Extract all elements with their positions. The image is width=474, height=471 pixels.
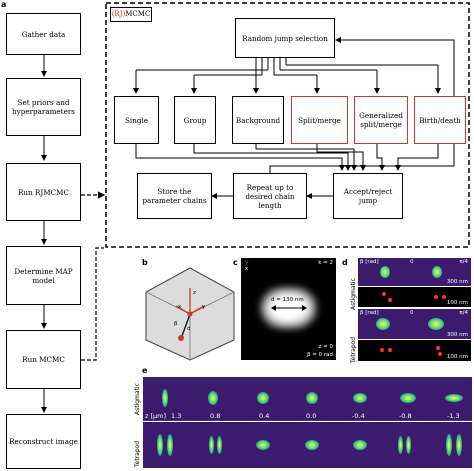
d-scale-300-1: 300 nm <box>446 279 468 285</box>
panel-d-label: d <box>342 258 348 267</box>
geometry-diagram <box>145 267 235 361</box>
d-astig-recon: 100 nm <box>358 287 471 307</box>
random-jump-selection: Random jump selection <box>235 18 335 58</box>
e-z-5: -0.8 <box>399 412 412 420</box>
d-tetra-top: β [rad] 0 π/4 300 nm <box>358 309 471 339</box>
e-z-2: 0.4 <box>259 412 270 420</box>
beta-value: β = 0 rad <box>307 352 333 358</box>
flow-reconstruct-image: Reconstruct image <box>6 414 81 469</box>
panel-a-label: a <box>1 0 7 9</box>
d-scale-100-1: 100 nm <box>446 300 468 306</box>
d-label: d = 130 nm <box>271 297 304 303</box>
panel-e-label: e <box>142 366 148 375</box>
d-tetra-recon: 100 nm <box>358 340 471 361</box>
d-scale-300-2: 300 nm <box>446 332 468 338</box>
d-beta-label-1: β [rad] <box>360 259 379 265</box>
flow-set-priors: Set priors and hyperparameters <box>6 78 81 136</box>
e-astig-label: Astigmatic <box>134 383 141 415</box>
move-split-merge: Split/merge <box>291 96 348 144</box>
distance-d-label: d <box>187 326 191 332</box>
repeat-chain-length: Repeat up to desired chain length <box>233 173 307 219</box>
simulated-image: y x k = 2 d = 130 nm z = 0 β = 0 rad <box>241 258 336 360</box>
move-single: Single <box>114 96 159 144</box>
beta-angle-label: β <box>174 321 178 327</box>
e-z-0: 1.3 <box>171 412 182 420</box>
axis-z-label: z <box>193 290 196 296</box>
e-z-axis: z [μm] 1.3 0.8 0.4 0.0 -0.4 -0.8 -1.3 <box>143 412 472 421</box>
panel-b-label: b <box>142 258 148 267</box>
e-z-6: -1.3 <box>447 412 460 420</box>
d-beta-label-2: β [rad] <box>360 310 379 316</box>
d-astig-label: Astigmatic <box>350 278 357 310</box>
flow-run-rjmcmc: Run RJMCMC <box>6 163 81 221</box>
move-group: Group <box>174 96 216 144</box>
e-tetra-strip <box>143 422 472 468</box>
d-astig-top: β [rad] 0 π/4 300 nm <box>358 258 471 286</box>
e-z-4: -0.4 <box>352 412 365 420</box>
axis-y-label: y <box>202 304 206 310</box>
e-tetra-label: Tetrapod <box>134 440 141 467</box>
d-arrow <box>271 305 307 311</box>
e-z-1: 0.8 <box>210 412 221 420</box>
d-pi4-1: π/4 <box>459 259 468 265</box>
accept-reject-jump: Accept/reject jump <box>333 173 403 219</box>
d-zero-2: 0 <box>410 310 414 316</box>
corner-x: x <box>245 266 249 272</box>
flow-determine-map: Determine MAP model <box>6 246 81 305</box>
d-zero-1: 0 <box>410 259 414 265</box>
move-generalized-split-merge: Generalized split/merge <box>354 96 408 144</box>
d-pi4-2: π/4 <box>459 310 468 316</box>
flow-gather-data: Gather data <box>6 13 81 55</box>
mcmc-title: (RJ)MCMC <box>110 7 152 22</box>
axis-x-label: x <box>178 304 182 310</box>
mcmc-title-rj: (RJ) <box>111 10 126 18</box>
panel-c-label: c <box>233 258 238 267</box>
e-z-title: z [μm] <box>145 412 167 420</box>
move-birth-death: Birth/death <box>414 96 466 144</box>
corner-y: y <box>245 260 249 266</box>
move-background: Background <box>232 96 284 144</box>
z-value: z = 0 <box>318 344 334 350</box>
d-scale-100-2: 100 nm <box>446 354 468 360</box>
mcmc-title-main: MCMC <box>125 10 151 18</box>
k-label: k = 2 <box>318 260 333 266</box>
d-tetra-label: Tetrapod <box>350 336 357 363</box>
e-z-3: 0.0 <box>306 412 317 420</box>
flow-run-mcmc: Run MCMC <box>6 330 81 389</box>
store-parameter-chains: Store the parameter chains <box>137 173 212 219</box>
